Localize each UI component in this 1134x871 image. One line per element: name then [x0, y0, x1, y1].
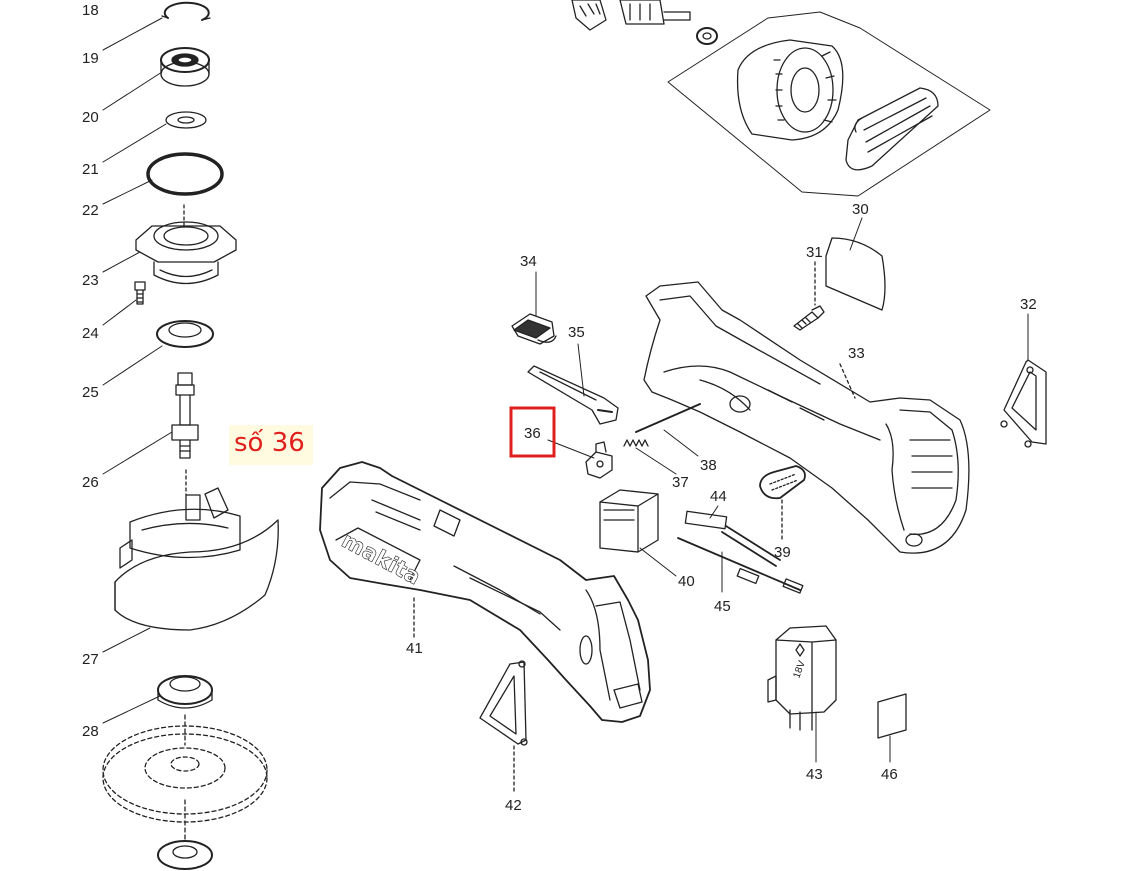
- leader-lines: [102, 17, 1029, 763]
- label-44: 44: [710, 488, 727, 505]
- part-35-switch-lever: [527, 365, 619, 425]
- label-19: 19: [82, 50, 99, 67]
- label-45: 45: [714, 598, 731, 615]
- part-20-flat-washer: [165, 111, 207, 129]
- annotation-part-36: số 36: [234, 428, 305, 458]
- part-31-tapping-screw: [793, 261, 825, 331]
- label-22: 22: [82, 202, 99, 219]
- badge-18v-text: 18V: [792, 659, 809, 680]
- part-45-terminal-wire: [677, 537, 804, 594]
- part-21-o-ring: [146, 152, 224, 196]
- makita-logo-text: makita: [337, 528, 424, 590]
- part-39-switch-unit: [759, 465, 806, 541]
- label-21: 21: [82, 161, 99, 178]
- part-37-compression-spring: [623, 439, 649, 447]
- highlight-box-36: [509, 406, 556, 458]
- part-23-bearing-box: [135, 204, 237, 285]
- part-lock-nut: [157, 840, 213, 870]
- part-armature: [571, 0, 718, 45]
- label-20: 20: [82, 109, 99, 126]
- label-42: 42: [505, 797, 522, 814]
- part-stator-frame: [667, 11, 991, 197]
- label-32: 32: [1020, 296, 1037, 313]
- label-43: 43: [806, 766, 823, 783]
- part-40-controller: [599, 489, 659, 553]
- part-26-spindle: [171, 372, 199, 459]
- label-33: 33: [848, 345, 865, 362]
- label-25: 25: [82, 384, 99, 401]
- label-41: 41: [406, 640, 423, 657]
- part-number-labels: 18 19 20 21 22 23 24 25 26 27 28 30 31 3…: [82, 2, 1037, 814]
- label-23: 23: [82, 272, 99, 289]
- part-28-inner-flange: [157, 675, 213, 709]
- part-33-housing-half: [643, 281, 970, 554]
- part-19-ball-bearing: [160, 47, 210, 87]
- label-30: 30: [852, 201, 869, 218]
- label-34: 34: [520, 253, 537, 270]
- part-43-terminal-holder: 18V: [767, 625, 837, 731]
- label-28: 28: [82, 723, 99, 740]
- part-32-hook: [1000, 359, 1047, 448]
- part-38-switch-rod: [635, 403, 701, 433]
- part-44-lead-wire: [684, 510, 781, 567]
- label-31: 31: [806, 244, 823, 261]
- label-38: 38: [700, 457, 717, 474]
- label-40: 40: [678, 573, 695, 590]
- annotation-background: [229, 425, 313, 465]
- part-18-retaining-ring: [161, 1, 211, 21]
- part-30-insulation-sheet: [825, 237, 886, 311]
- label-26: 26: [82, 474, 99, 491]
- part-34-switch-knob: [511, 313, 557, 345]
- label-39: 39: [774, 544, 791, 561]
- part-42-hook: [479, 660, 528, 793]
- label-18: 18: [82, 2, 99, 19]
- part-46-label: [877, 693, 907, 739]
- label-36: 36: [524, 425, 541, 442]
- label-27: 27: [82, 651, 99, 668]
- grinding-wheel-outline: [102, 714, 268, 841]
- label-24: 24: [82, 325, 99, 342]
- part-25-labyrinth-ring: [156, 320, 214, 348]
- part-36-switch-actuator: [585, 441, 613, 479]
- part-27-wheel-guard: [114, 469, 279, 631]
- label-35: 35: [568, 324, 585, 341]
- label-46: 46: [881, 766, 898, 783]
- part-24-screw: [134, 281, 146, 305]
- label-37: 37: [672, 474, 689, 491]
